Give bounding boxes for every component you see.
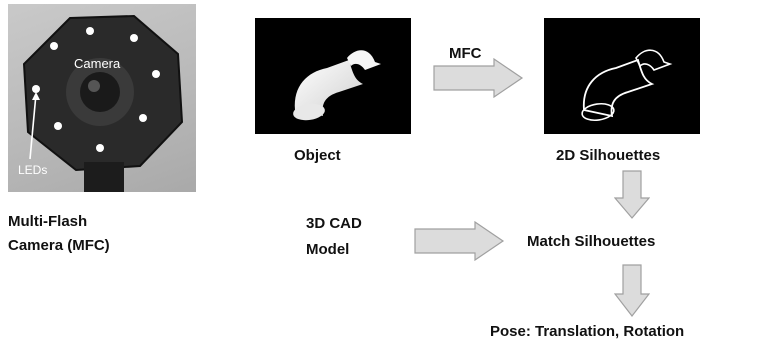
object-image (255, 18, 411, 134)
cad-label-line1: 3D CAD (306, 215, 362, 232)
cad-arrow (414, 221, 505, 261)
silhouette-outline (581, 49, 673, 122)
pipe-elbow (294, 60, 363, 116)
lens-inner (80, 72, 120, 112)
led-dot (32, 85, 40, 93)
lens-glint (88, 80, 100, 92)
pipe-end (293, 103, 325, 121)
leds-pointer-head (32, 92, 40, 100)
silhouettes-caption: 2D Silhouettes (556, 147, 661, 164)
camera-illustration: Camera LEDs (18, 14, 184, 192)
pipe-cap (347, 50, 381, 70)
down-arrow-to-match (614, 170, 650, 219)
led-dot (86, 27, 94, 35)
pose-label: Pose: Translation, Rotation (490, 323, 685, 340)
silhouette-cap (635, 49, 673, 71)
down-arrow-to-pose (614, 264, 650, 317)
silhouette-image (544, 18, 700, 134)
leds-label: LEDs (18, 163, 47, 177)
silhouette-pipe (583, 58, 655, 118)
camera-label: Camera (74, 56, 121, 71)
led-dot (54, 122, 62, 130)
leds-pointer-line (29, 93, 37, 160)
camera-mount (84, 162, 124, 192)
mfc-arrow-label: MFC (449, 45, 482, 62)
led-dot (139, 114, 147, 122)
match-silhouettes-label: Match Silhouettes (527, 233, 656, 250)
camera-caption-line2: Camera (MFC) (8, 237, 110, 254)
camera-caption-line1: Multi-Flash (8, 213, 88, 230)
mfc-arrow (433, 58, 524, 98)
led-dot (152, 70, 160, 78)
object-caption: Object (294, 147, 341, 164)
object-shape (293, 50, 381, 121)
camera-photo: Camera LEDs (8, 4, 196, 192)
led-dot (96, 144, 104, 152)
led-dot (130, 34, 138, 42)
led-dot (50, 42, 58, 50)
cad-label-line2: Model (306, 241, 350, 258)
silhouette-pipe-end (581, 102, 615, 122)
